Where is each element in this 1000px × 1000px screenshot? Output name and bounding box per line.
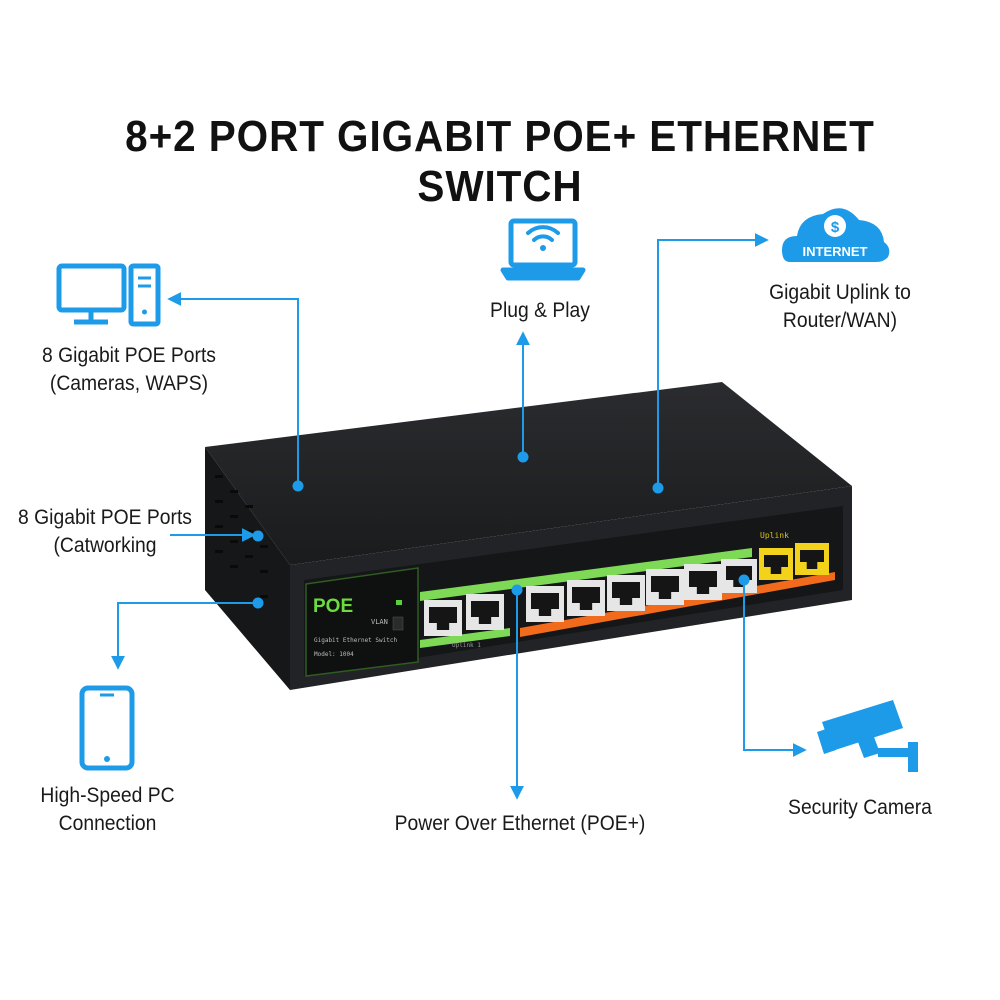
tablet-icon — [79, 685, 135, 771]
connector-lines — [111, 233, 807, 800]
green-strip — [420, 548, 752, 601]
uplink-port-1 — [759, 548, 793, 580]
poe-port-6 — [646, 569, 684, 605]
port-label: Uplink 1 — [452, 642, 481, 649]
panel-text-2: Model: 1004 — [314, 651, 354, 658]
connector-dots — [252, 451, 750, 609]
label-uplink-line1: Gigabit Uplink to — [769, 281, 911, 304]
dot-front-center — [511, 584, 523, 596]
internet-cloud-icon: $ INTERNET — [782, 208, 890, 262]
cloud-symbol: $ — [831, 219, 840, 236]
label-poe-ports-side: 8 Gigabit POE Ports (Catworking — [8, 504, 201, 560]
dot-side-lower — [252, 597, 264, 609]
line-security-camera — [743, 580, 807, 757]
switch-left-side — [205, 447, 290, 690]
poe-port-3 — [526, 586, 564, 622]
dot-top-left — [292, 480, 304, 492]
power-led — [396, 600, 402, 605]
dot-side-upper — [252, 530, 264, 542]
poe-port-8 — [721, 559, 757, 593]
uplink-port-2 — [795, 543, 829, 575]
label-poe-ports-side-line2: (Catworking — [53, 534, 157, 557]
uplink-text: Uplink — [760, 531, 789, 540]
green-strip-lower — [420, 628, 510, 648]
vlan-text: VLAN — [371, 618, 388, 626]
label-high-speed: High-Speed PC Connection — [18, 782, 197, 838]
poe-port-2 — [466, 594, 504, 630]
dot-center-top — [517, 451, 529, 463]
internet-text: INTERNET — [803, 244, 868, 259]
label-poe-ports-top: 8 Gigabit POE Ports (Cameras, WAPS) — [23, 342, 235, 398]
logo-panel — [305, 567, 419, 677]
dot-top-right — [652, 482, 664, 494]
vlan-switch — [392, 616, 404, 631]
brand-text: POE — [313, 596, 353, 617]
desktop-computer-icon — [56, 263, 161, 327]
switch-top-surface — [205, 382, 852, 565]
security-camera-icon — [817, 700, 918, 772]
label-poe-ports-top-line2: (Cameras, WAPS) — [49, 372, 209, 395]
line-poe-ports-top — [167, 292, 299, 486]
page-title: 8+2 PORT GIGABIT POE+ ETHERNET SWITCH — [125, 112, 875, 211]
label-uplink: Gigabit Uplink to Router/WAN) — [743, 279, 936, 335]
line-uplink — [657, 233, 769, 488]
label-poe-ports-top-line1: 8 Gigabit POE Ports — [42, 344, 216, 367]
label-plug-play: Plug & Play — [490, 299, 590, 322]
label-security-camera: Security Camera — [788, 796, 932, 819]
dot-front-right — [738, 574, 750, 586]
line-high-speed — [111, 602, 258, 670]
label-poe-ports-side-line1: 8 Gigabit POE Ports — [18, 506, 192, 529]
laptop-wifi-icon — [500, 218, 586, 281]
poe-switch-device: POE VLAN Gigabit Ethernet Switch Model: … — [205, 382, 852, 690]
poe-ports-group — [424, 543, 829, 636]
label-poe-plus: Power Over Ethernet (POE+) — [394, 812, 646, 835]
poe-port-5 — [607, 575, 645, 611]
panel-text-1: Gigabit Ethernet Switch — [314, 637, 397, 644]
poe-port-1 — [424, 600, 462, 636]
label-high-speed-line2: Connection — [58, 812, 157, 835]
poe-port-4 — [567, 580, 605, 616]
poe-port-7 — [684, 564, 722, 600]
label-uplink-line2: Router/WAN) — [782, 309, 898, 332]
label-high-speed-line1: High-Speed PC — [40, 784, 175, 807]
side-vents — [215, 475, 268, 598]
